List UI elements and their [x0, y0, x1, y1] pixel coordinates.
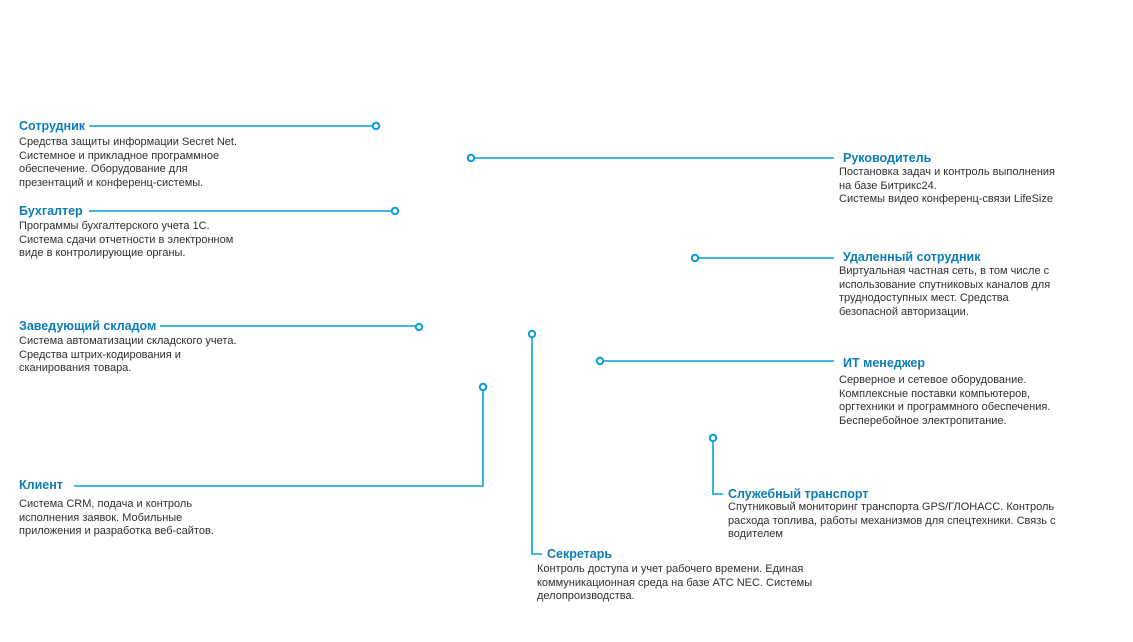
role-title-secretary: Секретарь — [547, 547, 613, 561]
description-line: на базе Битрикс24. — [839, 179, 937, 192]
role-title-warehouse: Заведующий складом — [19, 319, 157, 333]
description-line: приложения и разработка веб-сайтов. — [19, 525, 214, 537]
description-line: Программы бухгалтерского учета 1С. — [19, 220, 210, 232]
endpoint-dot-employee — [371, 121, 381, 131]
endpoint-dot-it-manager — [595, 356, 605, 366]
role-title-client: Клиент — [19, 478, 63, 492]
description-line: труднодоступных мест. Средства — [839, 292, 1009, 304]
description-line: Система автоматизации складского учета. — [19, 335, 237, 347]
description-line: Серверное и сетевое оборудование. — [839, 374, 1027, 386]
endpoint-dot-remote — [690, 253, 700, 263]
description-line: Система сдачи отчетности в электронном — [19, 233, 234, 246]
role-title-it-manager: ИТ менеджер — [843, 356, 926, 370]
description-line: безопасной авторизации. — [839, 305, 969, 318]
role-description-warehouse: Система автоматизации складского учета.С… — [19, 335, 237, 376]
endpoint-dot-secretary — [527, 329, 537, 339]
endpoint-dot-transport — [708, 433, 718, 443]
description-line: презентаций и конференц-системы. — [19, 176, 204, 189]
description-line: Комплексные поставки компьютеров, — [839, 387, 1031, 400]
description-line: Постановка задач и контроль выполнения — [839, 166, 1055, 178]
description-line: водителем — [728, 528, 783, 540]
description-line: Средства штрих-кодирования и — [19, 348, 181, 361]
description-line: Бесперебойное электропитание. — [839, 414, 1007, 427]
description-line: использование спутниковых каналов для — [839, 278, 1051, 291]
endpoint-dot-client — [478, 382, 488, 392]
description-line: Контроль доступа и учет рабочего времени… — [537, 563, 804, 575]
description-line: Спутниковый мониторинг транспорта GPS/ГЛ… — [728, 501, 1055, 513]
connector-line-secretary — [531, 334, 542, 555]
description-line: Средства защиты информации Secret Net. — [19, 136, 237, 148]
description-line: виде в контролирующие органы. — [19, 247, 186, 259]
role-title-employee: Сотрудник — [19, 119, 86, 133]
role-description-secretary: Контроль доступа и учет рабочего времени… — [537, 563, 812, 604]
connector-line-transport — [712, 439, 723, 495]
description-line: сканирования товара. — [19, 362, 132, 374]
role-description-employee: Средства защиты информации Secret Net.Си… — [19, 136, 237, 190]
role-title-remote: Удаленный сотрудник — [843, 250, 981, 264]
description-line: Системное и прикладное программное — [19, 149, 220, 162]
description-line: Виртуальная частная сеть, в том числе с — [839, 265, 1050, 277]
role-description-transport: Спутниковый мониторинг транспорта GPS/ГЛ… — [728, 501, 1056, 542]
description-line: Системы видео конференц-связи LifeSize — [839, 193, 1053, 205]
description-line: Система CRM, подача и контроль — [19, 498, 193, 510]
role-description-accountant: Программы бухгалтерского учета 1С.Систем… — [19, 220, 233, 261]
endpoint-dot-director — [466, 153, 476, 163]
endpoint-dot-accountant — [390, 206, 400, 216]
connector-line-client — [74, 388, 484, 487]
endpoint-dot-warehouse — [414, 322, 424, 332]
description-line: обеспечение. Оборудование для — [19, 163, 188, 175]
description-line: оргтехники и программного обеспечения. — [839, 401, 1051, 413]
description-line: делопроизводства. — [537, 590, 635, 602]
role-title-transport: Служебный транспорт — [728, 487, 869, 501]
role-title-director: Руководитель — [843, 151, 932, 165]
description-line: исполнения заявок. Мобильные — [19, 511, 183, 524]
role-description-it-manager: Серверное и сетевое оборудование.Комплек… — [839, 374, 1050, 428]
description-line: коммуникационная среда на базе АТС NEC. … — [537, 576, 813, 589]
role-title-accountant: Бухгалтер — [19, 204, 83, 218]
description-line: расхода топлива, работы механизмов для с… — [728, 514, 1056, 527]
